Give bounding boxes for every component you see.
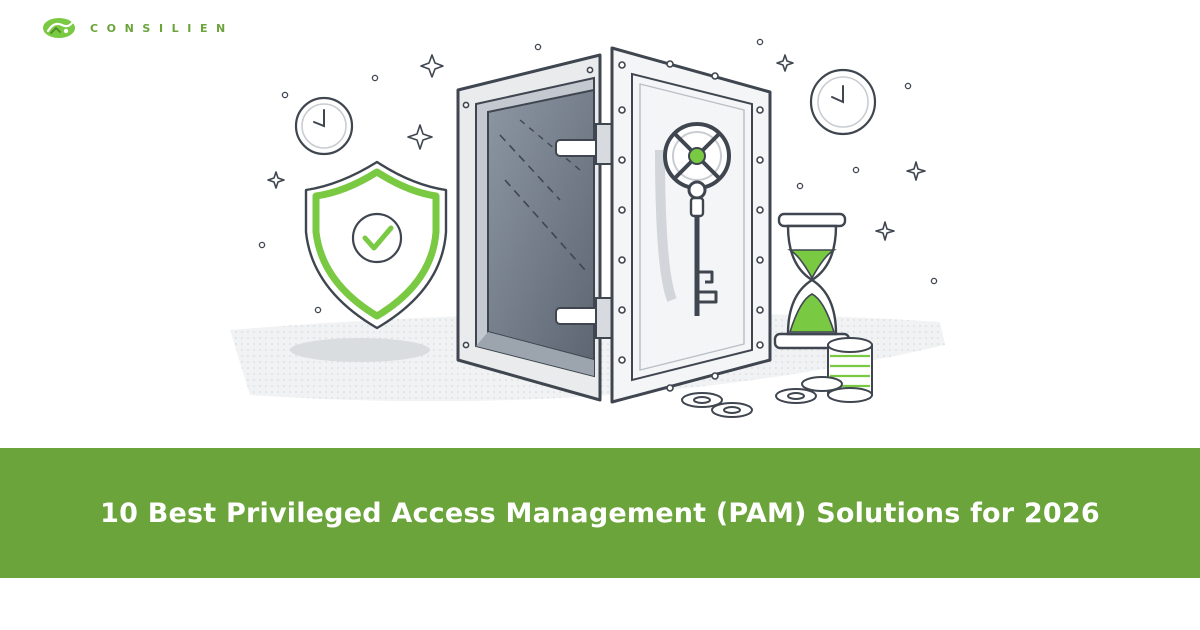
brand-logo[interactable]: CONSILIEN xyxy=(42,16,234,40)
vault-icon xyxy=(456,46,772,404)
sparkle-icon xyxy=(267,54,926,241)
coin-stack-icon xyxy=(681,337,873,418)
page-title: 10 Best Privileged Access Management (PA… xyxy=(100,497,1100,529)
hourglass-icon xyxy=(773,212,851,350)
title-banner: 10 Best Privileged Access Management (PA… xyxy=(0,448,1200,578)
clock-icon xyxy=(294,96,354,156)
key-icon xyxy=(655,122,731,316)
shield-check-icon xyxy=(304,160,448,330)
brand-name: CONSILIEN xyxy=(90,21,234,35)
security-vault-illustration xyxy=(230,38,945,418)
footer-strip xyxy=(0,578,1200,630)
clock-icon-right xyxy=(809,68,877,136)
vault-rivets xyxy=(462,60,764,392)
hero-illustration xyxy=(230,38,945,418)
consilien-logo-icon xyxy=(43,18,75,38)
